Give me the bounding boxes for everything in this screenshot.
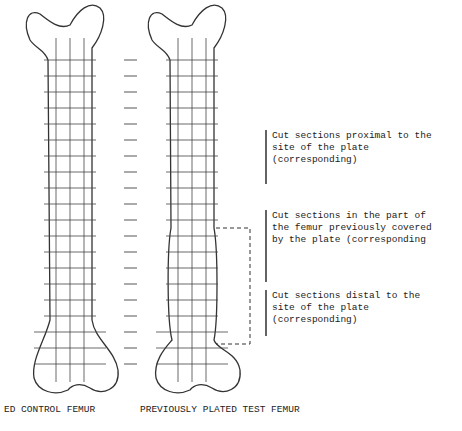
cut-line	[166, 92, 218, 93]
section-marker	[124, 140, 137, 141]
section-marker	[124, 316, 137, 317]
cut-line	[44, 188, 96, 189]
section-marker	[124, 172, 137, 173]
cut-line	[166, 252, 218, 253]
cut-line	[44, 204, 96, 205]
cut-line	[44, 252, 96, 253]
cut-line	[44, 300, 96, 301]
cut-line	[166, 76, 218, 77]
section-marker	[124, 204, 137, 205]
cut-line	[56, 38, 57, 382]
section-marker	[124, 252, 137, 253]
cut-line	[166, 284, 218, 285]
cut-line	[44, 60, 96, 61]
cut-line	[44, 316, 96, 317]
cut-line	[44, 108, 96, 109]
cut-line	[166, 188, 218, 189]
cut-line	[34, 332, 106, 333]
cut-line	[70, 38, 71, 382]
cut-line	[166, 204, 218, 205]
cut-line	[166, 220, 218, 221]
cut-line	[44, 220, 96, 221]
cut-line	[44, 236, 96, 237]
distal-note: Cut sections distal to the site of the p…	[272, 290, 447, 326]
section-marker	[124, 332, 137, 333]
cut-line	[166, 236, 218, 237]
cut-line	[44, 92, 96, 93]
cut-line	[44, 140, 96, 141]
cut-line	[34, 348, 106, 349]
plate-outline	[216, 228, 250, 344]
section-marker	[124, 300, 137, 301]
section-marker	[124, 76, 137, 77]
cut-line	[44, 172, 96, 173]
section-marker	[124, 92, 137, 93]
section-marker	[124, 124, 137, 125]
section-marker	[124, 268, 137, 269]
section-marker	[124, 236, 137, 237]
proximal-note: Cut sections proximal to the site of the…	[272, 130, 447, 166]
cut-line	[44, 268, 96, 269]
cut-line	[44, 76, 96, 77]
cut-line	[44, 124, 96, 125]
cut-line	[156, 332, 228, 333]
section-marker	[124, 364, 137, 365]
cut-line	[166, 300, 218, 301]
cut-line	[192, 38, 193, 382]
cut-line	[166, 156, 218, 157]
section-marker	[124, 188, 137, 189]
cut-line	[206, 38, 207, 382]
cut-line	[166, 108, 218, 109]
cut-line	[156, 348, 228, 349]
plated-note: Cut sections in the part of the femur pr…	[272, 210, 447, 246]
control-femur	[26, 5, 118, 393]
label-brackets	[265, 130, 266, 336]
cut-line	[44, 156, 96, 157]
cut-line	[166, 140, 218, 141]
femur-caption: ED CONTROL FEMUR	[4, 404, 129, 416]
cut-line	[156, 364, 228, 365]
cut-line	[166, 316, 218, 317]
section-marker	[124, 348, 137, 349]
cut-line	[34, 364, 106, 365]
cut-line	[166, 60, 218, 61]
cut-line	[166, 268, 218, 269]
cut-section-lines	[34, 38, 228, 382]
cut-line	[166, 124, 218, 125]
section-marker	[124, 60, 137, 61]
cut-line	[166, 172, 218, 173]
cut-line	[178, 38, 179, 382]
test-femur	[148, 5, 240, 393]
section-marker	[124, 220, 137, 221]
femur-caption: PREVIOUSLY PLATED TEST FEMUR	[140, 404, 340, 416]
cut-line	[84, 38, 85, 382]
section-marker	[124, 284, 137, 285]
cut-line	[44, 284, 96, 285]
section-marker	[124, 156, 137, 157]
section-marker	[124, 108, 137, 109]
